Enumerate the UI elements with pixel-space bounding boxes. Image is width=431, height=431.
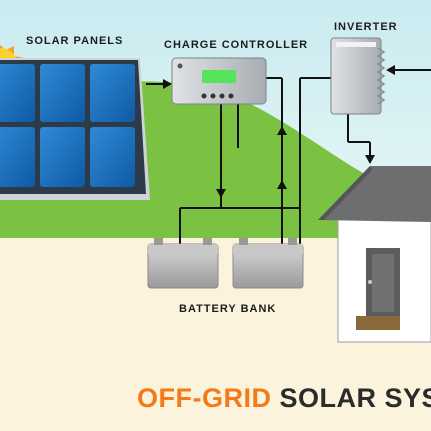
house-doorstep xyxy=(356,316,400,330)
solar-cell xyxy=(0,127,35,187)
arrow-up-icon xyxy=(277,126,287,135)
arrow-down-icon xyxy=(216,189,226,198)
inverter-unit xyxy=(330,37,386,115)
arrow-down-icon xyxy=(365,155,375,164)
solar-cell xyxy=(90,127,135,187)
battery-bank-label: BATTERY BANK xyxy=(179,303,277,315)
solar-cell xyxy=(90,64,135,122)
solar-cell xyxy=(40,64,85,122)
arrow-left-icon xyxy=(386,65,395,75)
arrow-right-icon xyxy=(163,79,172,89)
diagram-title: OFF-GRID SOLAR SYST xyxy=(137,383,431,414)
solar-panels-label: SOLAR PANELS xyxy=(26,35,124,47)
wiring xyxy=(146,69,431,244)
controller-display xyxy=(202,70,236,83)
house xyxy=(318,166,431,343)
title-part-solar: SOLAR SYST xyxy=(279,383,431,413)
inverter-label: INVERTER xyxy=(334,21,398,33)
solar-cell xyxy=(0,64,35,122)
solar-panel-array xyxy=(0,58,150,200)
charge-controller-unit xyxy=(171,57,267,105)
battery-unit xyxy=(147,238,219,289)
solar-cell xyxy=(40,127,85,187)
arrow-up-icon xyxy=(277,180,287,189)
arrow-heads xyxy=(163,65,395,198)
charge-controller-label: CHARGE CONTROLLER xyxy=(164,39,309,51)
house-roof xyxy=(318,166,431,222)
title-part-offgrid: OFF-GRID xyxy=(137,383,272,413)
battery-unit xyxy=(232,238,304,289)
